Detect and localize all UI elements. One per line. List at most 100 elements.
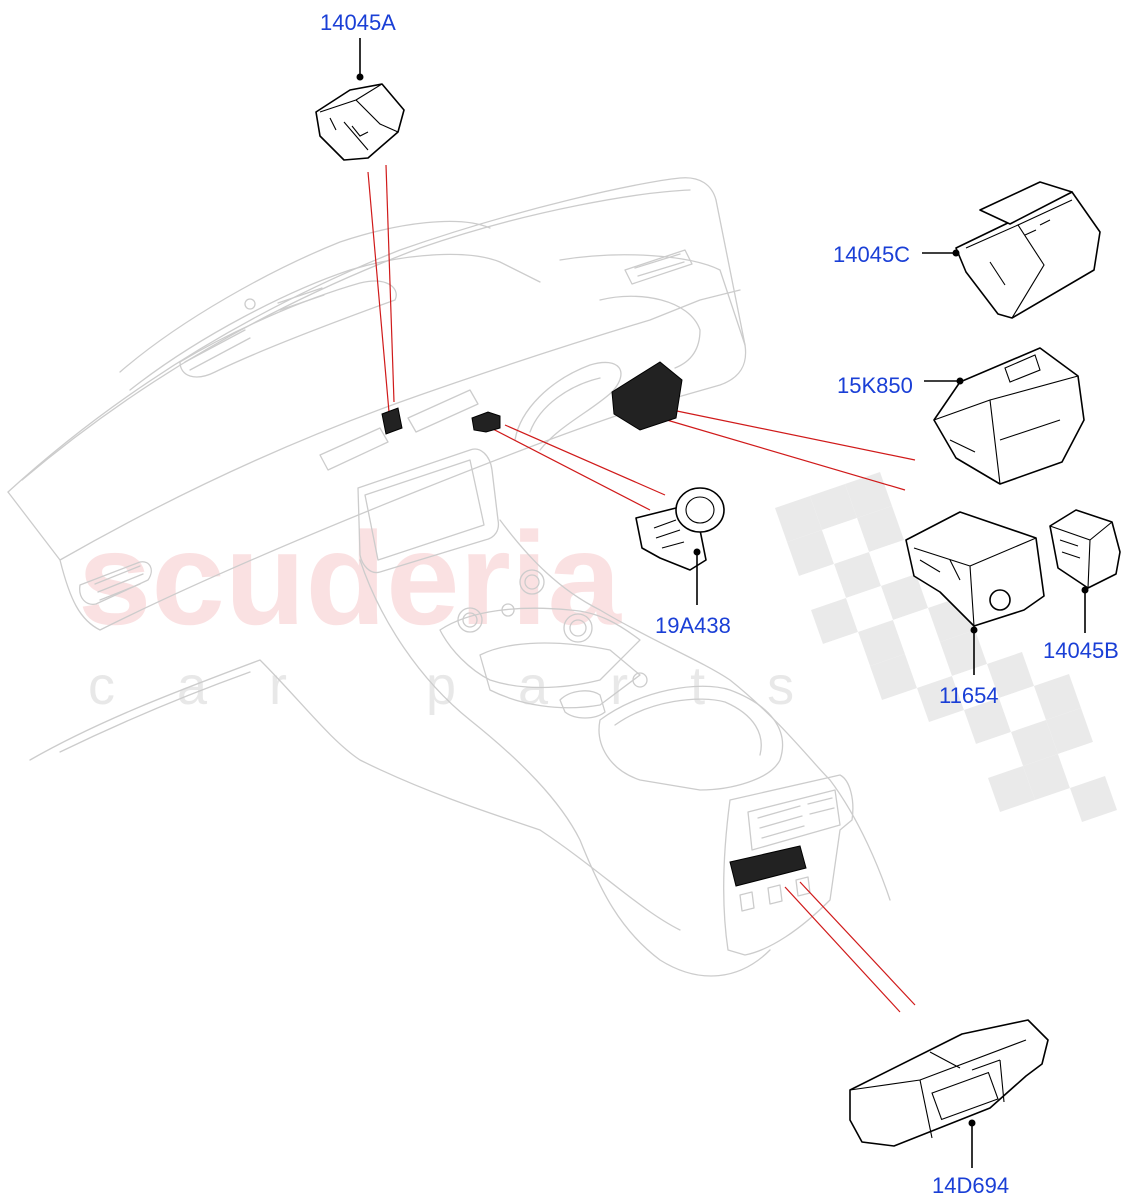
part-14045B: 14045B: [1043, 509, 1121, 663]
part-19A438-button: [675, 487, 725, 533]
part-14045C-top: [979, 181, 1073, 225]
part-11654-knob: [989, 589, 1011, 611]
part-14045B-body: [1049, 509, 1121, 589]
part-14D694-button-panel: [931, 1071, 999, 1121]
connector-lines: [367, 164, 916, 1013]
part-14045A-body: [315, 83, 405, 161]
rear-console-body: [723, 774, 854, 956]
part-11654-detail: [913, 537, 1037, 627]
dial-1-inner: [462, 612, 478, 628]
installed-rear-panel: [729, 845, 807, 887]
rear-vent-housing: [747, 789, 841, 851]
glovebox-opening: [514, 361, 622, 451]
dashboard-face-upper: [7, 289, 741, 561]
leader-15K850-dot: [956, 377, 964, 385]
dashboard-crown-2: [129, 253, 541, 391]
connector-11654: [659, 417, 906, 491]
connector-14045A-left: [367, 171, 390, 413]
dial-3-inner: [569, 619, 587, 637]
leader-11654-dot: [970, 626, 978, 634]
left-vent-slats: [94, 565, 144, 601]
dashboard-right-wing: [559, 254, 746, 346]
installed-switch-centre: [381, 407, 403, 435]
installed-module-glovebox: [611, 361, 683, 431]
connector-19A438-lower: [486, 425, 651, 511]
callout-14045A: 14045A: [320, 10, 396, 35]
leader-19A438-dot: [693, 548, 701, 556]
part-15K850-detail: [933, 354, 1079, 485]
rear-vent-slats: [757, 797, 835, 839]
console-shifter-panel-2: [479, 642, 641, 709]
callout-14D694: 14D694: [932, 1173, 1009, 1198]
console-left-edge: [359, 559, 771, 977]
armrest: [598, 685, 784, 791]
connector-14D694-right: [799, 881, 916, 1006]
part-11654: 11654: [905, 511, 1045, 708]
connector-19A438-upper: [504, 424, 666, 496]
watermark-tagline: car parts: [88, 656, 856, 716]
floor-sill: [29, 659, 681, 931]
rear-console-switch-3: [795, 876, 811, 897]
dashboard-crown: [119, 220, 491, 373]
leader-14D694-dot: [968, 1119, 976, 1127]
glovebox-inner: [529, 377, 601, 433]
connector-15K850: [671, 409, 916, 461]
right-vent: [624, 249, 693, 285]
centre-vent-right: [407, 389, 479, 433]
part-19A438-button-ring: [685, 496, 715, 524]
part-14045C: 14045C: [833, 181, 1101, 319]
dial-3: [563, 613, 593, 643]
callout-15K850: 15K850: [837, 373, 913, 398]
installed-switch-start: [471, 411, 501, 433]
part-14D694-body: [849, 1019, 1049, 1147]
floor-sill-inner: [59, 671, 251, 753]
part-14045C-body: [955, 191, 1101, 319]
part-14D694: 14D694: [849, 1019, 1049, 1198]
part-15K850-body: [933, 347, 1085, 485]
dial-2-inner: [524, 574, 540, 590]
console-tray: [559, 690, 606, 719]
dashboard-top-edge-inner: [21, 189, 691, 481]
rear-console-switch-1: [739, 891, 755, 912]
dial-5: [632, 672, 648, 688]
part-14045A: 14045A: [315, 10, 405, 161]
watermark-brand: scuderia: [78, 505, 623, 652]
checkered-flag-icon: [775, 472, 1117, 822]
vehicle-interior-outline: [7, 177, 891, 977]
dial-4: [501, 603, 515, 617]
connector-14045A-right: [385, 164, 395, 403]
part-15K850: 15K850: [837, 347, 1085, 485]
leader-14045C-dot: [952, 249, 960, 257]
centre-vent-left: [319, 427, 389, 471]
right-vent-slats: [634, 253, 685, 277]
leader-14045B-dot: [1081, 586, 1089, 594]
infotainment-bezel: [364, 459, 485, 561]
infotainment-screen: [357, 448, 500, 574]
part-14045B-detail: [1049, 521, 1113, 589]
leader-14045A-dot: [356, 73, 364, 81]
dashboard-right-pod: [599, 295, 701, 369]
dashboard-top-edge: [7, 177, 717, 493]
vent-grille-1: [184, 329, 251, 371]
console-right-edge: [499, 519, 891, 901]
dial-2: [519, 569, 545, 595]
part-19A438: 19A438: [635, 487, 731, 638]
instrument-hood: [179, 280, 397, 378]
callout-14045C: 14045C: [833, 242, 910, 267]
dial-1: [457, 607, 483, 633]
installed-parts: [381, 361, 807, 887]
callout-19A438: 19A438: [655, 613, 731, 638]
part-14045A-detail: [319, 83, 399, 151]
part-14D694-detail: [849, 1039, 1027, 1139]
vent-grille-2: [277, 287, 325, 311]
armrest-lid: [614, 698, 762, 756]
rear-console-switch-2: [767, 884, 783, 905]
connector-14D694-left: [784, 886, 901, 1013]
left-vent: [79, 561, 152, 605]
part-14045C-detail: [965, 199, 1073, 319]
part-19A438-detail: [653, 519, 685, 549]
dash-sensor: [244, 298, 256, 310]
console-shifter-panel: [439, 607, 641, 689]
dashboard-face-lower: [59, 199, 747, 631]
